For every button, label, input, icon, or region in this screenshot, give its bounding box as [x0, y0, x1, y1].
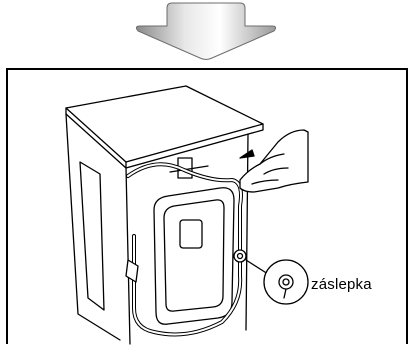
plug-label: záslepka [311, 276, 372, 293]
washing-machine-rear-illustration [8, 70, 410, 346]
machine-top-panel [66, 86, 263, 162]
plug-detail-callout [264, 260, 308, 304]
drain-plug [234, 250, 246, 262]
down-arrow-icon [0, 0, 412, 62]
hand-illustration [240, 130, 308, 192]
installation-illustration-frame: záslepka [6, 68, 408, 344]
